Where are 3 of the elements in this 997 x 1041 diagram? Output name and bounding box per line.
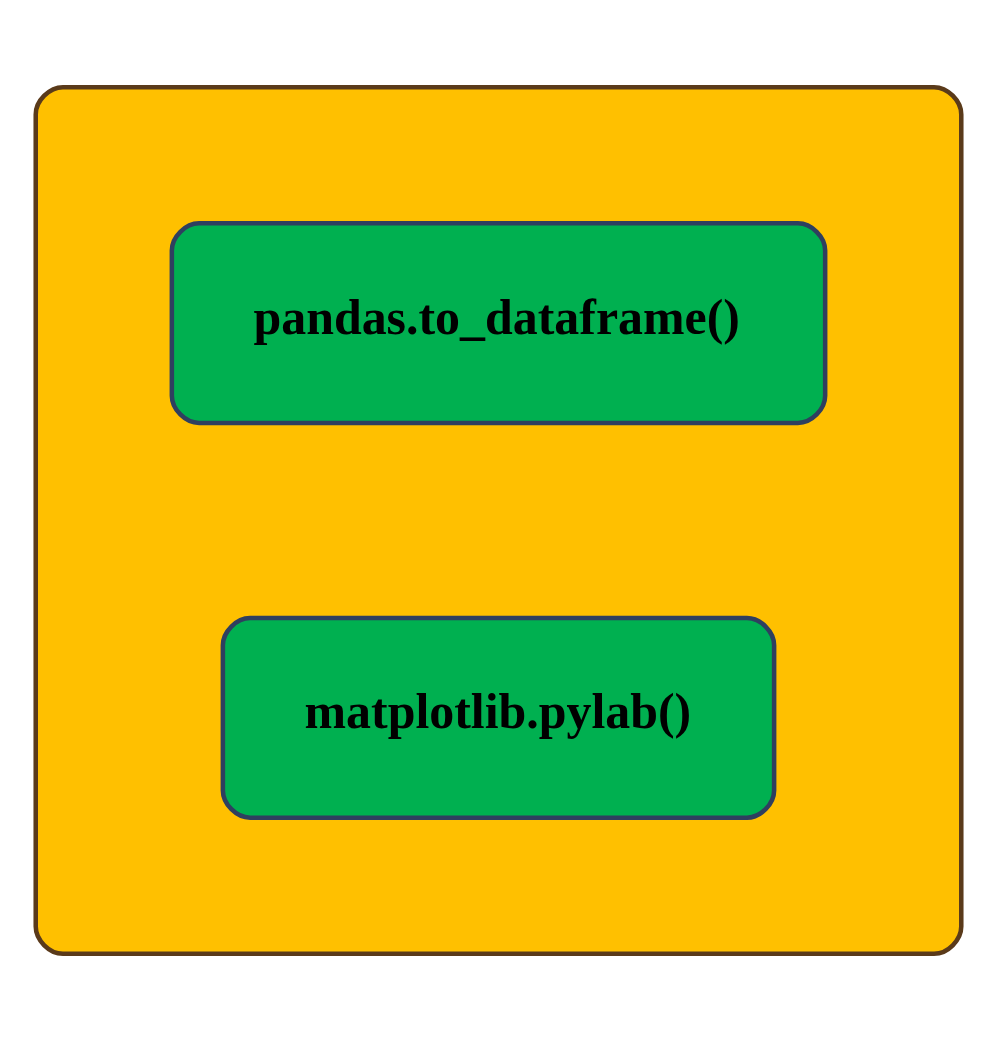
node-box: pandas.to_dataframe() bbox=[169, 221, 828, 426]
cluster bbox=[33, 84, 964, 957]
node-box: matplotlib.pylab() bbox=[220, 615, 777, 820]
